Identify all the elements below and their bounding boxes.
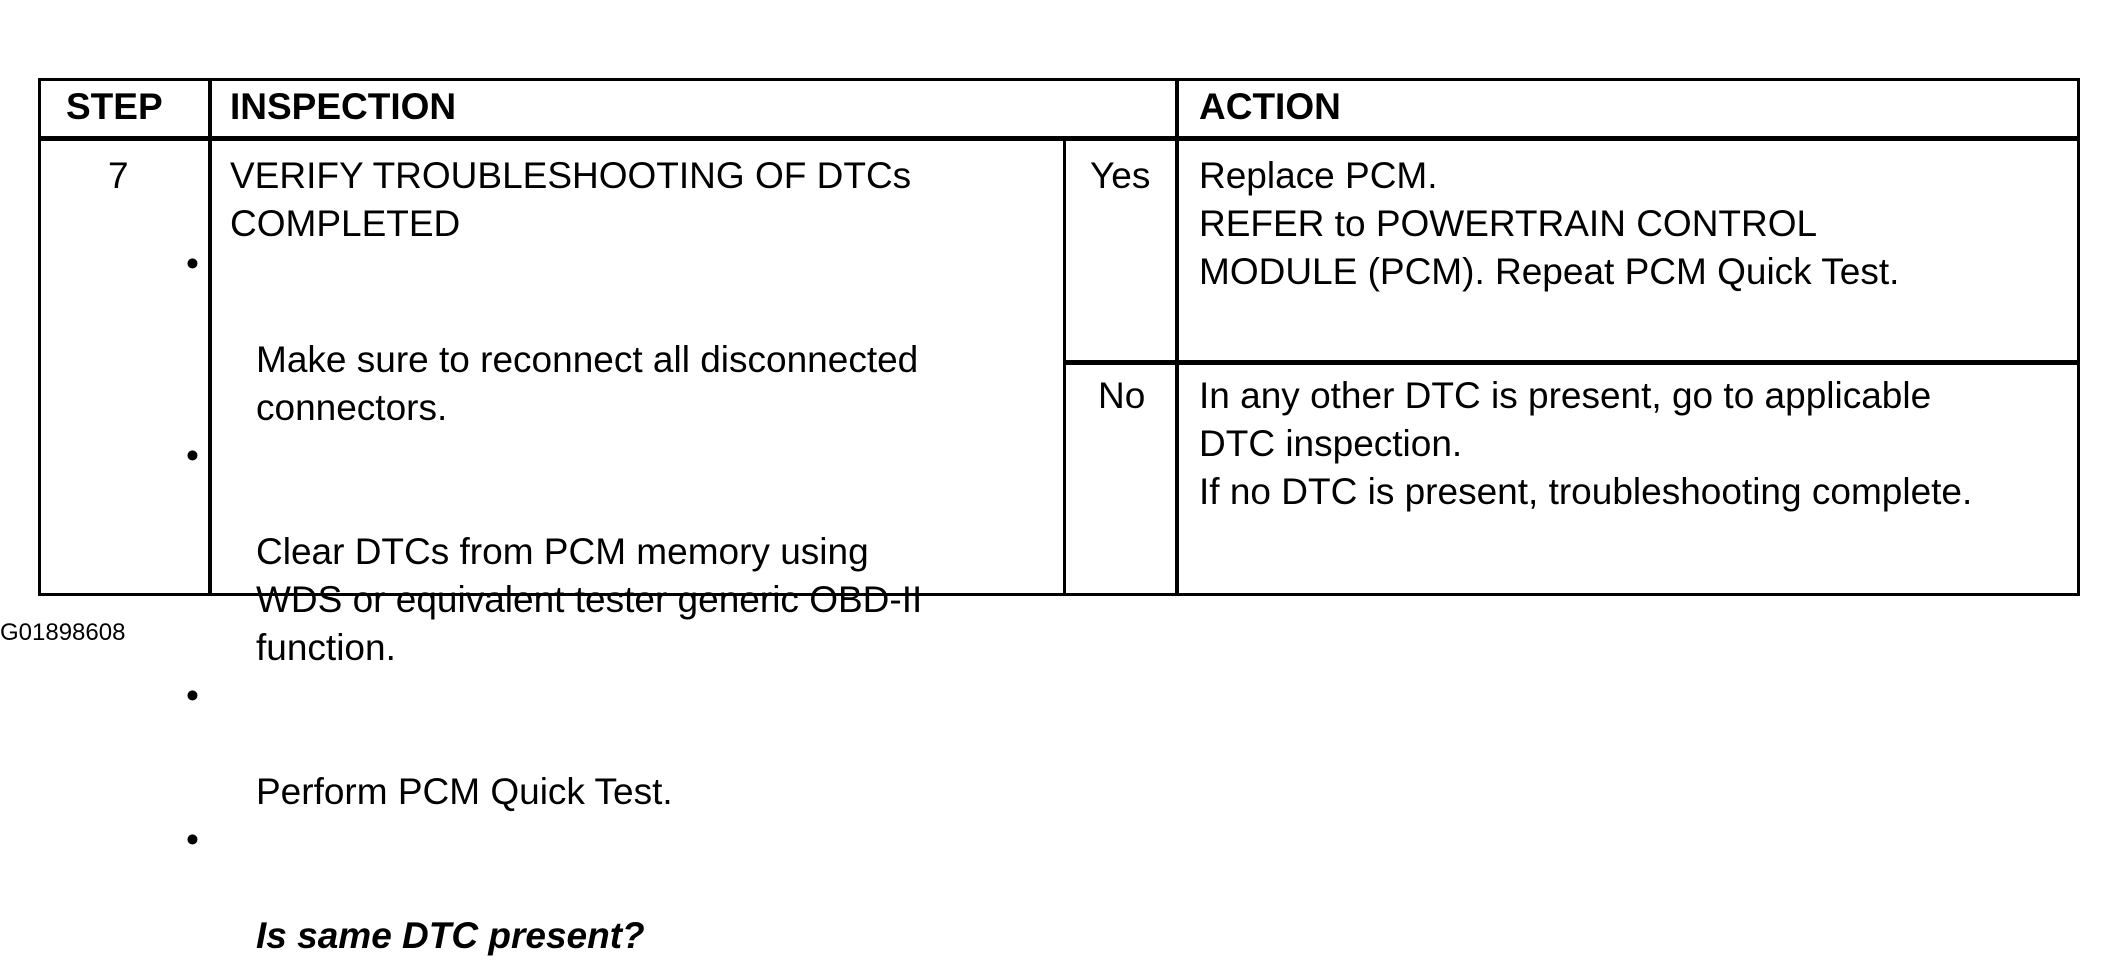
bullet-icon: • xyxy=(186,819,199,860)
inspection-bullet: • Perform PCM Quick Test. xyxy=(186,672,922,816)
no-action-line: In any other DTC is present, go to appli… xyxy=(1199,375,1932,416)
yes-action-line: MODULE (PCM). Repeat PCM Quick Test. xyxy=(1199,251,1900,292)
yes-action-line: REFER to POWERTRAIN CONTROL xyxy=(1199,203,1818,244)
header-inspection: INSPECTION xyxy=(230,86,457,127)
header-step: STEP xyxy=(66,86,163,127)
no-label: No xyxy=(1098,375,1146,416)
inspection-bullet: • Clear DTCs from PCM memory using WDS o… xyxy=(186,432,922,672)
no-action-line: If no DTC is present, troubleshooting co… xyxy=(1199,471,1973,512)
yes-no-column-divider xyxy=(1063,138,1066,596)
yes-action-line: Replace PCM. xyxy=(1199,155,1438,196)
bullet-text: Make sure to reconnect all disconnected … xyxy=(256,339,919,428)
bullet-icon: • xyxy=(186,435,199,476)
step-number: 7 xyxy=(108,155,129,196)
inspection-question: • Is same DTC present? xyxy=(186,816,922,960)
inspection-bullet-list: • Make sure to reconnect all disconnecte… xyxy=(186,240,922,960)
bullet-icon: • xyxy=(186,243,199,284)
action-column-divider xyxy=(1175,78,1179,596)
figure-code: G01898608 xyxy=(0,619,126,646)
step-column-divider xyxy=(208,78,212,596)
inspection-table xyxy=(38,78,2080,596)
question-text: Is same DTC present? xyxy=(256,915,645,956)
bullet-icon: • xyxy=(186,675,199,716)
no-action-line: DTC inspection. xyxy=(1199,423,1463,464)
header-divider xyxy=(38,136,2080,141)
inspection-bullet: • Make sure to reconnect all disconnecte… xyxy=(186,240,922,432)
yes-no-row-divider xyxy=(1065,360,2080,365)
inspection-title-line2: COMPLETED xyxy=(230,203,461,244)
bullet-text: Perform PCM Quick Test. xyxy=(256,771,673,812)
bullet-text: Clear DTCs from PCM memory using WDS or … xyxy=(256,531,923,668)
inspection-title-line1: VERIFY TROUBLESHOOTING OF DTCs xyxy=(230,155,912,196)
header-action: ACTION xyxy=(1199,86,1341,127)
yes-label: Yes xyxy=(1090,155,1151,196)
